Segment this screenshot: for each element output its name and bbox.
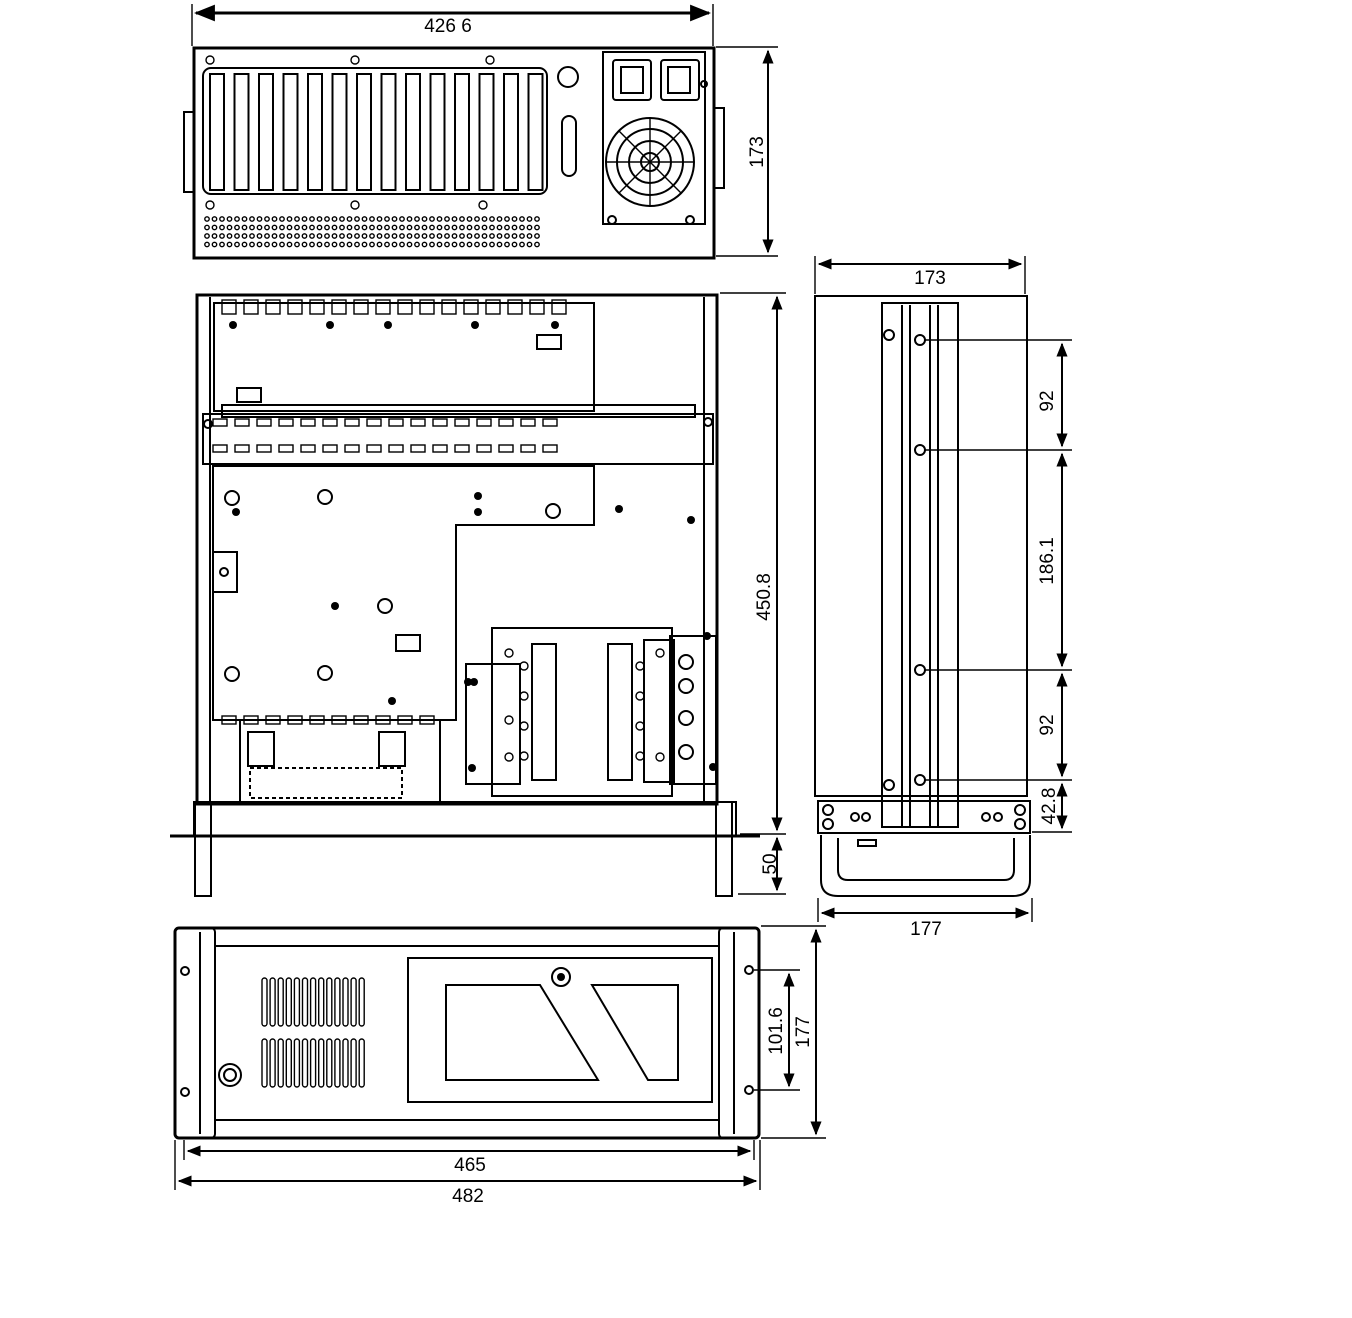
dim-label-side-hole-spacing-2: 186.1 (1037, 537, 1058, 585)
dim-label-rear-height: 173 (747, 136, 768, 168)
dimension-side-holes: 92 186.1 92 42.8 (924, 339, 1072, 833)
dim-label-side-hole-spacing-3: 92 (1037, 714, 1058, 735)
dim-label-side-bracket: 177 (910, 919, 942, 940)
vent-holes (204, 216, 540, 248)
dimension-top-depth: 450.8 (720, 292, 786, 835)
dimension-front-height: 177 (761, 925, 826, 1139)
dim-label-side-hole-offset: 42.8 (1039, 788, 1060, 825)
dimension-rear-height: 173 (716, 46, 778, 257)
dim-label-handle-depth: 50 (760, 853, 781, 874)
dimension-front-hole-spacing: 101.6 (754, 969, 800, 1091)
dim-label-front-overall-width: 482 (452, 1186, 484, 1207)
dim-label-front-height: 177 (793, 1016, 814, 1048)
front-vent-slots (261, 977, 365, 1088)
dim-label-front-inner-width: 465 (454, 1155, 486, 1176)
fan-grille-icon (605, 117, 695, 207)
dim-label-rear-width: 426 6 (424, 16, 472, 37)
rear-view (183, 46, 725, 260)
dim-label-front-hole-spacing: 101.6 (766, 1007, 787, 1055)
dim-label-side-hole-spacing-1: 92 (1037, 390, 1058, 411)
dimension-rear-width: 426 6 (191, 4, 714, 46)
front-view (173, 926, 761, 1140)
dimension-side-bracket: 177 (817, 898, 1033, 940)
top-view (170, 293, 760, 897)
expansion-slots (209, 73, 544, 191)
dim-label-side-depth: 173 (914, 268, 946, 289)
dimension-front-overall-width: 482 (174, 1140, 761, 1207)
dimension-handle-depth: 50 (738, 836, 786, 895)
dimension-side-depth: 173 (814, 256, 1026, 294)
side-view (814, 295, 1031, 897)
dimension-front-inner-width: 465 (183, 1140, 755, 1176)
dim-label-top-depth: 450.8 (754, 573, 775, 621)
